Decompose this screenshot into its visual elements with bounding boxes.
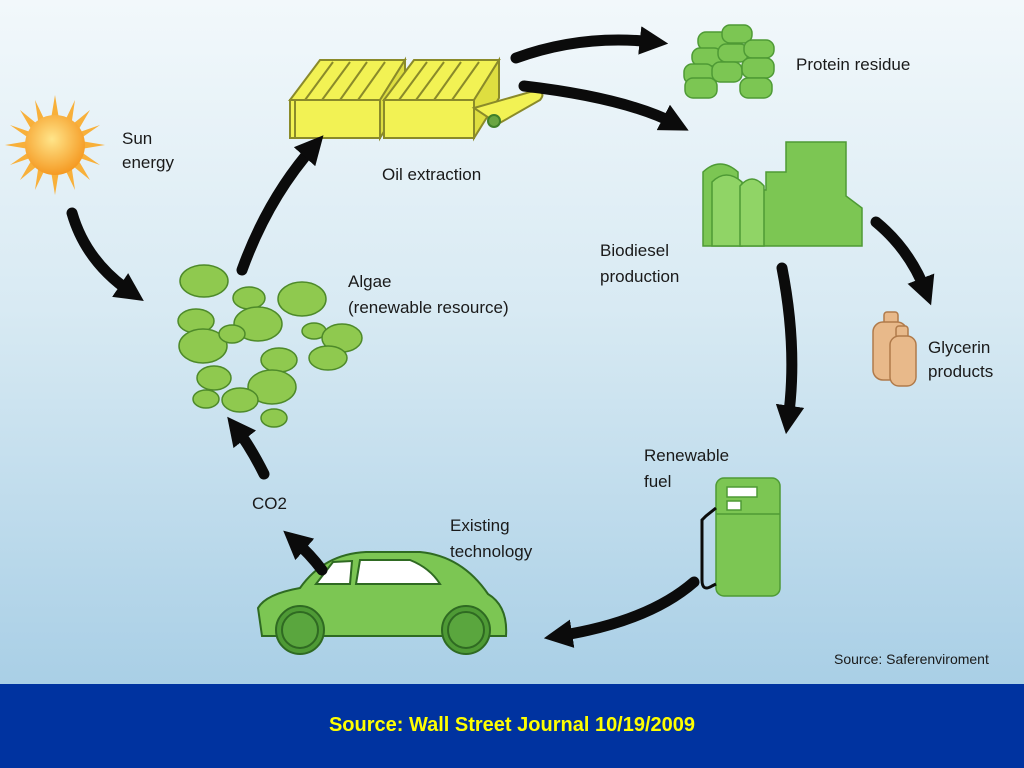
arrow-extraction-to-protein <box>510 26 669 64</box>
protein-residue-icon <box>683 24 775 99</box>
arrow-sun-to-algae <box>66 207 144 301</box>
glycerin-label: Glycerin products <box>928 338 995 381</box>
algae-label: Algae (renewable resource) <box>348 272 509 317</box>
sun-label: Sun energy <box>122 129 174 172</box>
algae-cells-icon <box>177 264 363 428</box>
arrow-extraction-to-biodiesel <box>518 80 689 131</box>
arrow-biodiesel-to-glycerin <box>870 216 935 306</box>
glycerin-bottles-icon <box>872 311 917 387</box>
oil-extraction-trays <box>288 56 544 142</box>
protein-residue-label: Protein residue <box>796 55 910 74</box>
co2-label: CO2 <box>252 494 287 513</box>
existing-technology-label: Existing technology <box>450 516 533 561</box>
algae-biofuel-cycle-diagram: Sun energy Oil extraction <box>0 0 1024 684</box>
arrow-car-to-co2 <box>283 530 328 576</box>
image-source-label: Source: Saferenviroment <box>834 651 989 667</box>
arrow-algae-to-extraction <box>236 135 324 276</box>
arrow-fuel-to-car <box>543 576 700 648</box>
oil-extraction-label: Oil extraction <box>382 165 481 184</box>
cycle-arrows <box>66 26 935 648</box>
sun-icon <box>5 95 105 195</box>
footer-source-text: Source: Wall Street Journal 10/19/2009 <box>328 714 696 736</box>
arrow-biodiesel-to-fuel <box>775 262 805 435</box>
arrow-co2-to-algae <box>227 416 270 480</box>
renewable-fuel-label: Renewable fuel <box>644 446 734 491</box>
biodiesel-label: Biodiesel production <box>600 241 679 286</box>
biodiesel-plant-icon <box>702 141 863 247</box>
fuel-pump-icon <box>700 477 781 597</box>
footer-bar: Source: Wall Street Journal 10/19/2009 <box>0 684 1024 768</box>
